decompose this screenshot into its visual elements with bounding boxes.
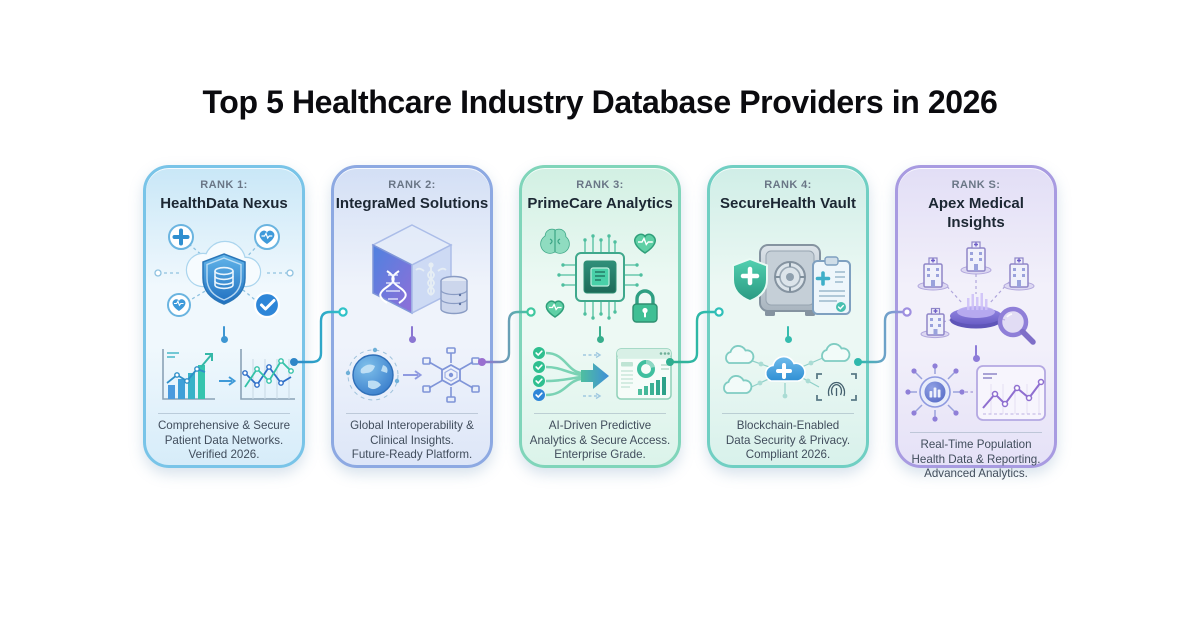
divider <box>722 413 854 414</box>
provider-card-2: RANK 2: IntegraMed Solutions <box>331 165 493 468</box>
provider-name: SecureHealth Vault <box>720 195 856 212</box>
rank-label: RANK 3: <box>576 179 624 191</box>
provider-cards-row: RANK 1: HealthData Nexus <box>143 165 1057 480</box>
provider-name: HealthData Nexus <box>160 195 288 212</box>
provider-card-1: RANK 1: HealthData Nexus <box>143 165 305 468</box>
provider-card-4: RANK 4: SecureHealth Vault <box>707 165 869 468</box>
rank-label: RANK S: <box>951 179 1001 191</box>
cloud-network-fingerprint-icon-row <box>713 343 863 407</box>
globe-network-icon-row <box>337 343 487 407</box>
divider <box>534 413 666 414</box>
medical-data-cube-icon <box>337 217 487 329</box>
divider <box>910 432 1042 433</box>
provider-description: Global Interoperability &Clinical Insigh… <box>350 419 474 461</box>
rank-label: RANK 2: <box>388 179 436 191</box>
rank-label: RANK 1: <box>200 179 248 191</box>
vertical-connector <box>710 326 866 343</box>
provider-card-5: RANK S: Apex Medical Insights <box>895 165 1057 480</box>
provider-name: PrimeCare Analytics <box>527 195 673 212</box>
vault-shield-clipboard-icon <box>713 217 863 329</box>
rank-label: RANK 4: <box>764 179 812 191</box>
divider <box>158 413 290 414</box>
vertical-connector <box>522 326 678 343</box>
page-title: Top 5 Healthcare Industry Database Provi… <box>202 84 998 120</box>
hospital-network-magnifier-icon <box>901 236 1051 348</box>
provider-name: IntegraMed Solutions <box>335 195 489 212</box>
provider-card-3: RANK 3: PrimeCare Analytics <box>519 165 681 468</box>
vertical-connector <box>146 326 302 343</box>
predictive-flow-dashboard-icon-row <box>525 343 675 407</box>
data-hub-trend-chart-icon-row <box>901 362 1051 426</box>
divider <box>346 413 478 414</box>
provider-name: Apex Medical Insights <box>928 195 1024 231</box>
cloud-shield-database-network-icon <box>149 217 299 329</box>
analytics-charts-icon-row <box>149 343 299 407</box>
vertical-connector <box>334 326 490 343</box>
ai-chip-health-icon <box>525 217 675 329</box>
vertical-connector <box>898 345 1054 362</box>
